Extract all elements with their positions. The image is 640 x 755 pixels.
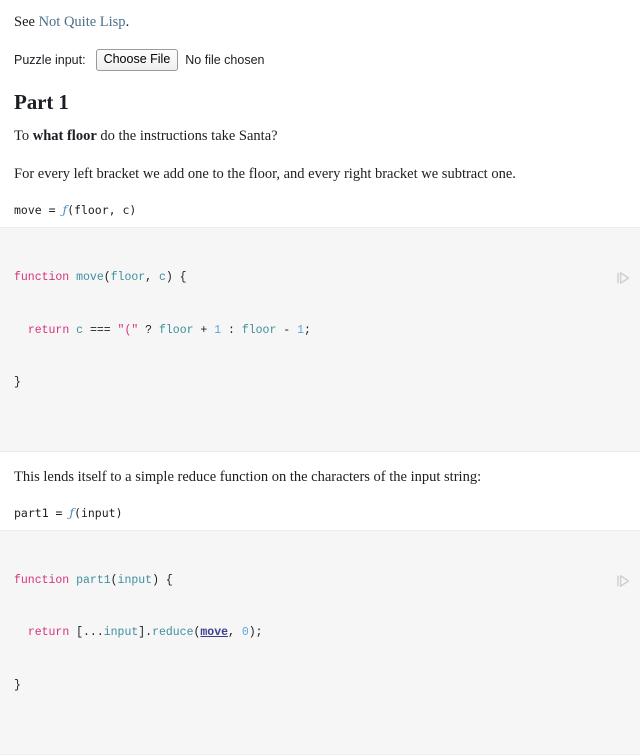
code-token: ]. <box>138 626 153 640</box>
question-prefix: To <box>14 128 33 145</box>
code-token: ( <box>103 271 111 285</box>
code-token: - <box>276 323 298 337</box>
code-token: return <box>27 626 77 640</box>
code-token: 0 <box>241 626 249 640</box>
code-token: ) { <box>152 573 173 587</box>
code-token: move <box>76 271 104 285</box>
code-token: , <box>228 626 242 640</box>
code-token: + <box>193 323 215 337</box>
code-token: } <box>14 678 21 692</box>
intro-suffix: . <box>125 14 130 30</box>
code-token: c <box>158 271 166 285</box>
cell-signature-move: move = ƒ(floor, c) <box>0 201 640 219</box>
code-block-move[interactable]: function move(floor, c) { return c === "… <box>0 227 640 452</box>
intro-paragraph: See Not Quite Lisp. <box>0 0 640 33</box>
code-token: [... <box>76 626 104 640</box>
not-quite-lisp-link[interactable]: Not Quite Lisp <box>38 14 126 30</box>
cell-signature-prefix: part1 = <box>14 505 70 520</box>
code-token: c <box>76 323 90 337</box>
code-token: ( <box>193 626 201 640</box>
code-token: ? <box>138 323 159 337</box>
choose-file-button[interactable]: Choose File <box>95 49 179 71</box>
code-token <box>14 626 28 639</box>
code-token: floor <box>158 323 194 337</box>
code-line: } <box>14 677 626 694</box>
file-status-text: No file chosen <box>185 53 265 68</box>
function-glyph-icon: ƒ <box>62 202 68 218</box>
code-token: ; <box>303 323 311 337</box>
code-token: floor <box>241 323 277 337</box>
code-token: input <box>103 626 139 640</box>
code-token: return <box>27 323 77 337</box>
code-token: function <box>14 573 77 587</box>
transition-paragraph: This lends itself to a simple reduce fun… <box>14 468 482 485</box>
puzzle-input-row: Puzzle input: Choose File No file chosen <box>0 49 640 71</box>
code-token <box>14 324 28 337</box>
part1-heading: Part 1 <box>14 90 69 115</box>
code-token: ); <box>248 626 263 640</box>
code-token: move <box>200 626 228 640</box>
code-token: function <box>14 271 77 285</box>
question-emphasis: what floor <box>32 128 97 145</box>
code-token: input <box>117 573 153 587</box>
code-token: 1 <box>214 323 222 337</box>
code-token: === <box>89 323 118 337</box>
code-token: part1 <box>76 573 111 587</box>
question-suffix: do the instructions take Santa? <box>96 128 278 145</box>
code-token: floor <box>110 271 146 285</box>
code-line: } <box>14 374 626 391</box>
part1-explanation: For every left bracket we add one to the… <box>14 166 516 183</box>
cell-signature-args: (input) <box>74 505 123 520</box>
play-icon[interactable] <box>615 538 631 587</box>
code-token: , <box>145 271 159 285</box>
cell-signature-args: (floor, c) <box>67 203 137 218</box>
intro-prefix: See <box>14 14 39 30</box>
code-token: reduce <box>152 626 194 640</box>
code-token: ( <box>110 573 118 587</box>
file-input-widget[interactable]: Choose File No file chosen <box>95 49 265 71</box>
code-line: return [...input].reduce(move, 0); <box>14 624 626 641</box>
part1-question: To what floor do the instructions take S… <box>0 125 640 147</box>
code-token: } <box>14 375 21 389</box>
code-token: "(" <box>117 323 139 337</box>
code-token: 1 <box>297 323 304 337</box>
code-token: ) { <box>165 271 187 285</box>
code-token: : <box>221 323 242 337</box>
code-line: function move(floor, c) { <box>14 269 626 286</box>
code-line: return c === "(" ? floor + 1 : floor - 1… <box>14 322 626 339</box>
code-block-part1[interactable]: function part1(input) { return [...input… <box>0 530 640 755</box>
cell-signature-part1: part1 = ƒ(input) <box>0 504 640 522</box>
code-line: function part1(input) { <box>14 572 626 589</box>
cell-signature-prefix: move = <box>14 203 63 218</box>
play-icon[interactable] <box>615 235 631 285</box>
puzzle-input-label: Puzzle input: <box>14 53 86 68</box>
